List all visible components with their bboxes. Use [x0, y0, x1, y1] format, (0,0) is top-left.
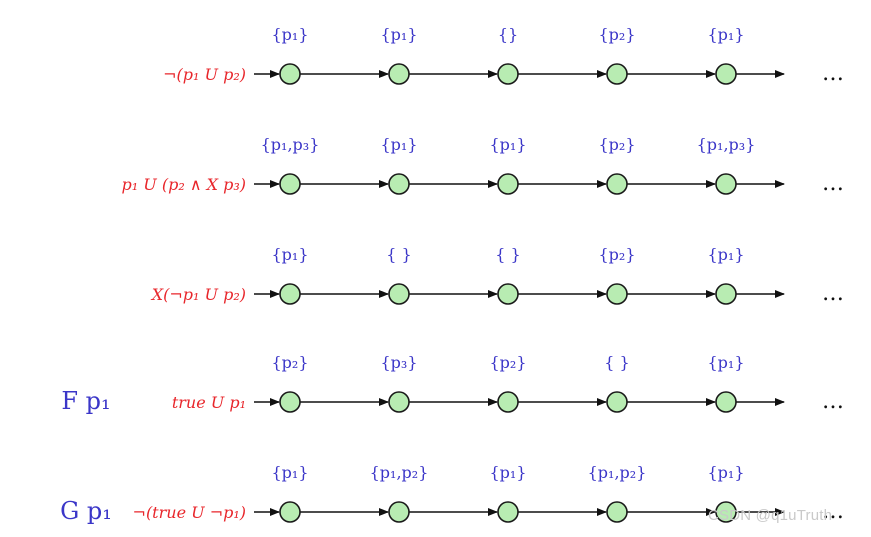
state-label: {p₁} [271, 25, 308, 44]
state-node [715, 283, 737, 305]
state-node [497, 501, 519, 523]
path-formula: true U p₁ [172, 393, 246, 412]
state-node [279, 63, 301, 85]
path-row: X(¬p₁ U p₂) {p₁} { } { } {p₂} {p₁} … [150, 245, 844, 306]
ellipsis: … [822, 499, 844, 524]
state-label: {p₁,p₃} [261, 135, 320, 154]
path-row: F p₁ true U p₁ {p₂} {p₃} {p₂} { } {p₁} … [61, 353, 844, 415]
formula-alias: F p₁ [61, 387, 110, 415]
state-node [497, 391, 519, 413]
state-label: {p₁,p₂} [370, 463, 429, 482]
state-node [497, 283, 519, 305]
state-node [606, 391, 628, 413]
path-row: G p₁ ¬(true U ¬p₁) {p₁} {p₁,p₂} {p₁} {p₁,p₂} {… [60, 463, 844, 525]
state-label: {p₂} [271, 353, 308, 372]
state-node [497, 63, 519, 85]
path-row: p₁ U (p₂ ∧ X p₃) {p₁,p₃} {p₁} {p₁} {p₂} {p₁,p… [122, 135, 844, 196]
state-label: {} [498, 25, 518, 44]
state-label: {p₁} [489, 135, 526, 154]
state-label: {p₁} [271, 245, 308, 264]
state-node [388, 391, 410, 413]
state-label: {p₂} [598, 25, 635, 44]
state-label: {p₁} [707, 245, 744, 264]
state-node [388, 63, 410, 85]
watermark: CSDN @q1uTruth [708, 507, 833, 524]
state-node [606, 63, 628, 85]
path-row: ¬(p₁ U p₂) {p₁} {p₁} {} {p₂} {p₁} … [163, 25, 844, 86]
state-label: {p₂} [598, 245, 635, 264]
state-node [606, 501, 628, 523]
ellipsis: … [822, 281, 844, 306]
state-node [388, 283, 410, 305]
state-label: {p₁,p₂} [588, 463, 647, 482]
state-label: {p₁} [489, 463, 526, 482]
state-node [715, 501, 737, 523]
state-node [279, 391, 301, 413]
state-label: {p₁} [707, 25, 744, 44]
state-label: {p₁} [707, 463, 744, 482]
state-label: {p₁} [707, 353, 744, 372]
state-label: { } [495, 245, 520, 264]
state-node [279, 173, 301, 195]
state-label: { } [604, 353, 629, 372]
state-node [388, 501, 410, 523]
state-node [715, 173, 737, 195]
state-label: {p₃} [380, 353, 417, 372]
ellipsis: … [822, 389, 844, 414]
ellipsis: … [822, 61, 844, 86]
state-node [715, 391, 737, 413]
path-formula: p₁ U (p₂ ∧ X p₃) [122, 175, 246, 194]
state-node [279, 501, 301, 523]
state-node [279, 283, 301, 305]
path-formula: ¬(true U ¬p₁) [133, 503, 246, 522]
state-node [388, 173, 410, 195]
state-node [715, 63, 737, 85]
state-node [606, 283, 628, 305]
state-label: { } [386, 245, 411, 264]
state-node [606, 173, 628, 195]
formula-alias: G p₁ [60, 497, 112, 525]
path-formula: ¬(p₁ U p₂) [163, 65, 246, 84]
state-label: {p₂} [598, 135, 635, 154]
state-label: {p₁,p₃} [697, 135, 756, 154]
state-label: {p₁} [380, 25, 417, 44]
state-label: {p₁} [380, 135, 417, 154]
state-label: {p₁} [271, 463, 308, 482]
ellipsis: … [822, 171, 844, 196]
state-node [497, 173, 519, 195]
state-label: {p₂} [489, 353, 526, 372]
path-formula: X(¬p₁ U p₂) [150, 285, 246, 304]
